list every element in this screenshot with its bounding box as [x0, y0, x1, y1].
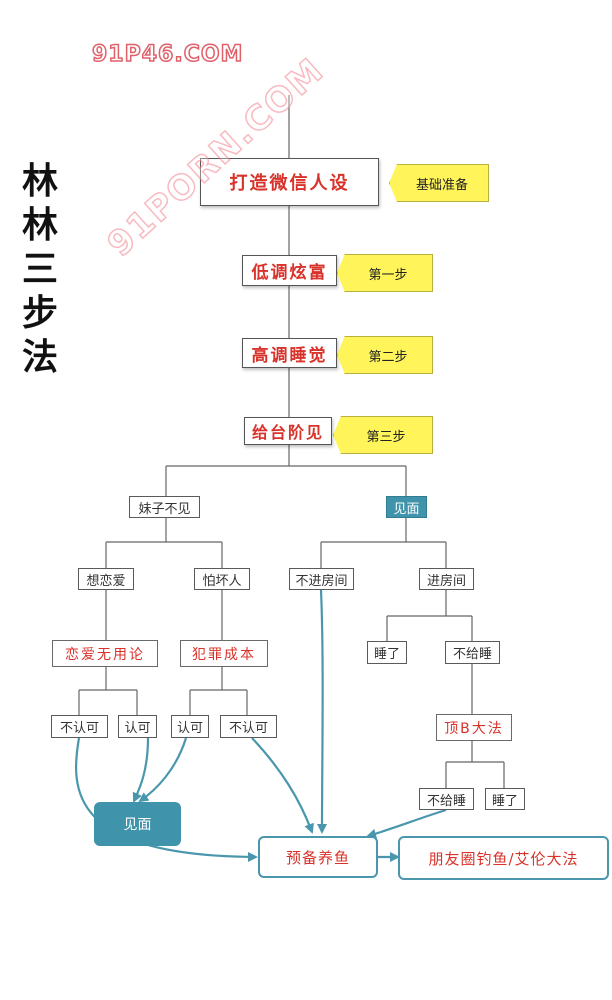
node-fear-bad-guy: 怕坏人 [194, 568, 250, 590]
node-disagree-b: 不认可 [220, 715, 277, 738]
node-enter-room: 进房间 [419, 568, 474, 590]
side-title-char: 法 [21, 337, 58, 378]
node-moments-fishing: 朋友圈钓鱼/艾伦大法 [398, 836, 609, 880]
node-meet-result: 见面 [94, 802, 181, 846]
node-disagree-a: 不认可 [51, 715, 108, 738]
side-title-char: 三 [21, 249, 58, 290]
side-title-char: 林 [21, 205, 58, 246]
node-prep-fish: 预备养鱼 [258, 836, 378, 878]
node-slept-2: 睡了 [485, 788, 525, 810]
tag-step-1: 第一步 [337, 254, 433, 292]
side-title-char: 步 [21, 293, 58, 334]
step-main-1: 打造微信人设 [200, 158, 379, 206]
step-main-4: 给台阶见 [244, 417, 332, 445]
node-girl-no-meet: 妹子不见 [129, 496, 200, 518]
node-slept: 睡了 [367, 641, 407, 664]
step-main-2: 低调炫富 [242, 255, 337, 286]
node-love-useless-theory: 恋爱无用论 [52, 640, 158, 667]
node-agree-b: 认可 [171, 715, 209, 738]
node-want-love: 想恋爱 [78, 568, 134, 590]
node-not-enter-room: 不进房间 [289, 568, 354, 590]
watermark-top: 91P46.COM [91, 41, 244, 68]
step-main-3: 高调睡觉 [242, 338, 337, 368]
node-meet: 见面 [386, 496, 427, 518]
node-refused: 不给睡 [445, 641, 500, 664]
node-agree-a: 认可 [118, 715, 157, 738]
tag-step-2: 第二步 [337, 336, 433, 374]
node-crime-cost: 犯罪成本 [180, 640, 268, 667]
tag-basic-prep: 基础准备 [389, 164, 489, 202]
side-title-char: 林 [21, 161, 58, 202]
tag-step-3: 第三步 [333, 416, 433, 454]
node-refused-2: 不给睡 [419, 788, 474, 810]
node-push-method: 顶B大法 [436, 714, 512, 741]
side-title: 林 林 三 步 法 [18, 160, 62, 380]
